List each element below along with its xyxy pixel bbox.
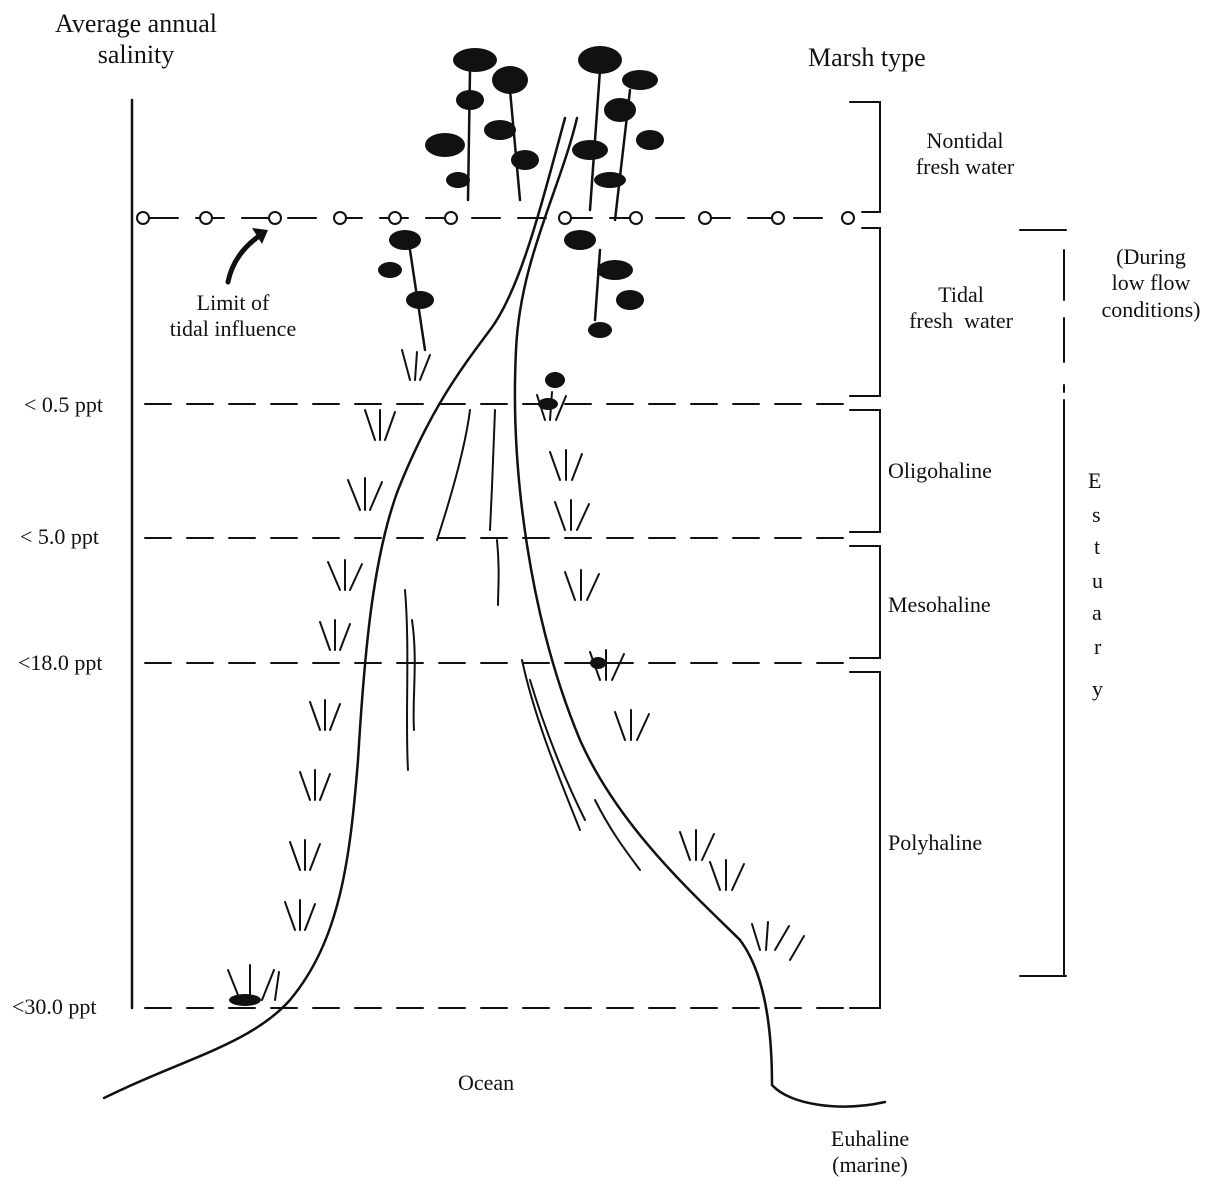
salinity-header-line1: Average annual	[36, 8, 236, 39]
low-flow-note: (During low flow conditions)	[1086, 244, 1216, 323]
grass-clumps	[229, 398, 606, 1006]
salinity-label-30.0: <30.0 ppt	[12, 994, 97, 1020]
marsh-type-tidal: Tidal fresh water	[886, 282, 1036, 335]
tidal-limit-label: Limit of tidal influence	[148, 290, 318, 343]
tidal-limit-arrow	[228, 234, 262, 282]
bracket-tidal	[850, 228, 880, 396]
estuary-letter-u: u	[1092, 568, 1103, 594]
low-flow-line2: low flow	[1086, 270, 1216, 296]
channel-streaks	[405, 410, 640, 870]
estuary-letter-a: a	[1092, 600, 1102, 626]
tidal-limit-label-line1: Limit of	[148, 290, 318, 316]
nontidal-line1: Nontidal	[890, 128, 1040, 154]
euhaline-label: Euhaline (marine)	[800, 1126, 940, 1179]
tidal-limit-label-line2: tidal influence	[148, 316, 318, 342]
salinity-label-0.5: < 0.5 ppt	[24, 392, 103, 418]
low-flow-line1: (During	[1086, 244, 1216, 270]
estuary-letter-s: s	[1092, 502, 1101, 528]
euhaline-line2: (marine)	[800, 1152, 940, 1178]
salinity-header-line2: salinity	[36, 39, 236, 70]
estuary-bracket	[1020, 230, 1066, 976]
tidal-line2: fresh water	[886, 308, 1036, 334]
left-river-bank	[104, 118, 565, 1098]
bracket-nontidal	[850, 102, 880, 212]
salinity-header: Average annual salinity	[36, 8, 236, 70]
ocean-label: Ocean	[458, 1070, 514, 1096]
marsh-type-mesohaline: Mesohaline	[888, 592, 991, 618]
marsh-type-brackets	[850, 102, 880, 1008]
salinity-label-18.0: <18.0 ppt	[18, 650, 103, 676]
tidal-limit-line	[137, 212, 854, 224]
euhaline-line1: Euhaline	[800, 1126, 940, 1152]
bracket-polyhaline	[850, 672, 880, 1008]
marsh-type-nontidal: Nontidal fresh water	[890, 128, 1040, 181]
estuary-letter-r: r	[1094, 634, 1101, 660]
marsh-grass-right	[537, 392, 804, 960]
estuary-letter-y: y	[1092, 676, 1103, 702]
estuary-letter-e: E	[1088, 468, 1101, 494]
low-flow-line3: conditions)	[1086, 297, 1216, 323]
salinity-label-5.0: < 5.0 ppt	[20, 524, 99, 550]
marsh-type-oligohaline: Oligohaline	[888, 458, 992, 484]
right-river-bank	[515, 118, 885, 1107]
salinity-boundaries	[145, 404, 850, 1008]
nontidal-line2: fresh water	[890, 154, 1040, 180]
estuary-letter-t: t	[1094, 534, 1100, 560]
bracket-mesohaline	[850, 546, 880, 658]
marsh-type-polyhaline: Polyhaline	[888, 830, 982, 856]
marsh-type-header: Marsh type	[808, 42, 926, 73]
bracket-oligohaline	[850, 410, 880, 532]
marsh-grass-left	[228, 350, 430, 1000]
tidal-line1: Tidal	[886, 282, 1036, 308]
